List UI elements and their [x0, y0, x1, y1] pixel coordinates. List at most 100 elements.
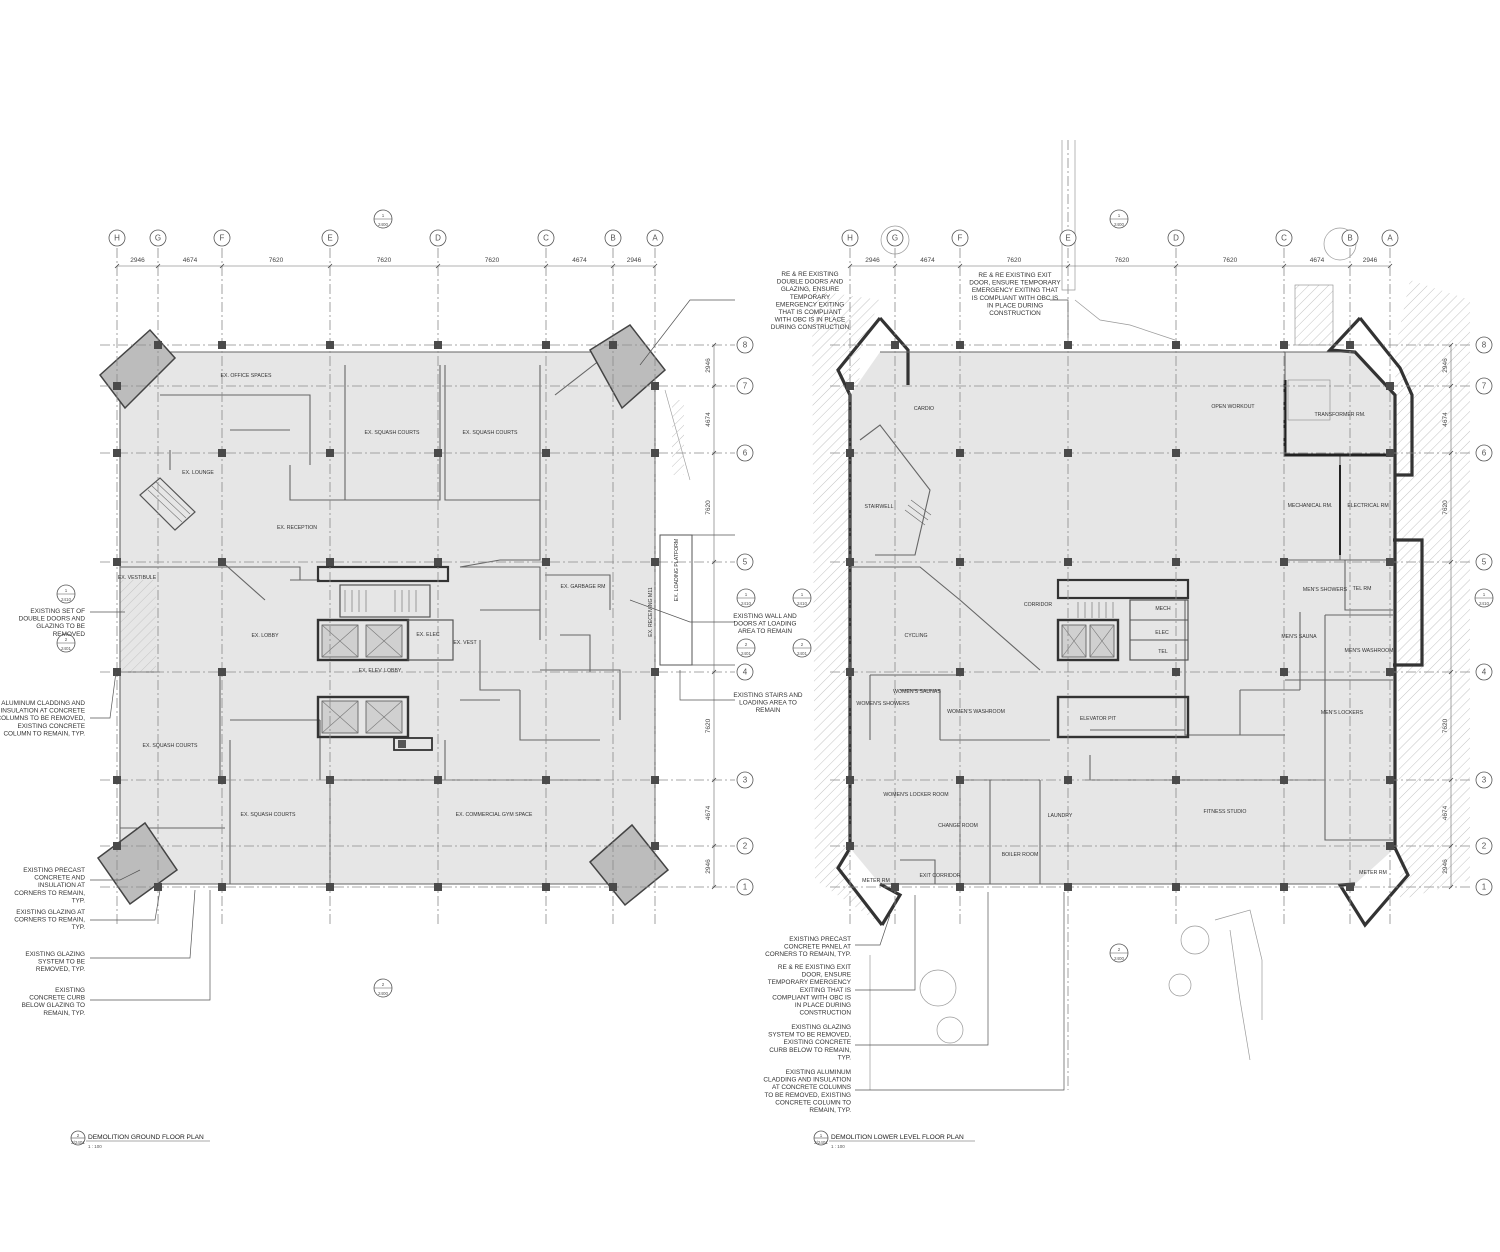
note-line: CONCRETE PANEL AT: [784, 944, 851, 951]
note-line: REMAIN: [756, 707, 781, 714]
dimension-horizontal: 7620: [269, 257, 284, 264]
grid-number: 2: [743, 842, 748, 851]
svg-text:2400: 2400: [378, 222, 389, 227]
note-line: DOOR, ENSURE TEMPORARY: [969, 280, 1061, 287]
grid-number: 5: [743, 558, 748, 567]
ground-floor-plan: EX. OFFICE SPACES EX. SQUASH COURTS EX. …: [96, 248, 735, 925]
room-laundry: LAUNDRY: [1048, 813, 1073, 819]
dimension-vertical: 4674: [1442, 412, 1449, 427]
note-line: EXISTING PRECAST: [23, 867, 85, 874]
note-line: INSULATION AT: [38, 882, 85, 889]
earth-hatch-right: [1395, 280, 1470, 900]
section-marker-ground-left-1: 1 2410: [56, 584, 76, 604]
grid-bubble-ground: [646, 229, 664, 247]
note-line: RE & RE EXISTING EXIT: [978, 272, 1051, 279]
grid-bubble-lower: [1275, 229, 1293, 247]
svg-text:2/2401: 2/2401: [814, 1140, 828, 1145]
room-mens-lockers: MEN'S LOCKERS: [1321, 710, 1364, 716]
room-elec-lower: ELEC: [1155, 630, 1169, 636]
note-line: AT CONCRETE COLUMNS: [772, 1084, 851, 1091]
note-line: RE & RE EXISTING EXIT: [778, 964, 851, 971]
room-lobby: EX. LOBBY: [251, 633, 279, 639]
note-line: DOOR, ENSURE: [802, 972, 851, 979]
svg-text:2: 2: [77, 1133, 80, 1138]
note-line: DOUBLE DOORS AND: [777, 279, 844, 286]
ground-grid-lines: [100, 248, 735, 925]
grid-letter: C: [543, 234, 549, 243]
dimension-vertical: 7620: [705, 500, 712, 515]
grid-bubble-lower: [1341, 229, 1359, 247]
room-open-workout: OPEN WORKOUT: [1211, 404, 1255, 410]
grid-bubble-row-ground: [736, 771, 754, 789]
grid-bubble-row-ground: [736, 878, 754, 896]
room-receiving: EX. RECEIVING M11: [648, 587, 654, 637]
note-line: EXISTING: [55, 987, 85, 994]
grid-bubble-row-lower: [1475, 837, 1493, 855]
grid-letter: H: [114, 234, 120, 243]
grid-letter: E: [327, 234, 332, 243]
grid-letter: A: [652, 234, 658, 243]
dimension-vertical: 4674: [705, 412, 712, 427]
lower-grid-lines: [830, 140, 1472, 1090]
note-line: COMPLIANT WITH OBC IS: [772, 994, 851, 1001]
svg-text:2410: 2410: [61, 597, 72, 602]
note-line: LOADING AREA TO: [739, 700, 797, 707]
grid-number: 1: [743, 883, 748, 892]
dimension-horizontal: 4674: [920, 257, 935, 264]
grid-bubble-row-lower: [1475, 878, 1493, 896]
svg-text:2: 2: [1118, 947, 1121, 952]
grid-bubble-ground: [213, 229, 231, 247]
note-line: THAT IS COMPLIANT: [779, 309, 842, 316]
lower-room-labels: CARDIO OPEN WORKOUT TRANSFORMER RM. STAI…: [856, 404, 1393, 884]
note-line: COLUMN TO REMAIN, TYP.: [3, 730, 85, 737]
svg-text:2/2401: 2/2401: [71, 1140, 85, 1145]
svg-text:2: 2: [745, 642, 748, 647]
dimension-vertical: 7620: [1442, 500, 1449, 515]
note-line: BELOW GLAZING TO: [22, 1002, 85, 1009]
note-line: REMAIN, TYP.: [43, 1010, 85, 1017]
section-marker-lower-left-1: 1 2410: [792, 588, 812, 608]
room-stairwell: STAIRWELL: [865, 504, 894, 510]
svg-text:2410: 2410: [797, 601, 808, 606]
grid-bubble-row-lower: [1475, 336, 1493, 354]
grid-letter: D: [1173, 234, 1179, 243]
note-line: DOUBLE DOORS AND: [19, 616, 86, 623]
svg-text:2401: 2401: [741, 651, 752, 656]
room-cycling: CYCLING: [904, 633, 927, 639]
lower-columns: [846, 341, 1394, 891]
title-ground: 2 2/2401 DEMOLITION GROUND FLOOR PLAN 1 …: [70, 1130, 210, 1149]
grid-bubble-row-ground: [736, 553, 754, 571]
note-line: EXISTING PRECAST: [789, 936, 851, 943]
room-mechanical: MECHANICAL RM.: [1288, 503, 1333, 509]
note-line: IS COMPLIANT WITH OBC IS: [972, 295, 1059, 302]
room-office: EX. OFFICE SPACES: [221, 373, 272, 379]
note-line: CONCRETE COLUMN TO: [775, 1099, 851, 1106]
grid-letter: B: [610, 234, 615, 243]
lower-level-plan: CARDIO OPEN WORKOUT TRANSFORMER RM. STAI…: [812, 140, 1472, 1090]
note-line: IN PLACE DURING: [795, 1002, 851, 1009]
lower-floor-area: [850, 352, 1395, 884]
earth-hatch-left: [812, 290, 882, 925]
grid-bubble-row-ground: [736, 663, 754, 681]
room-womens-washroom: WOMEN'S WASHROOM: [947, 709, 1005, 715]
room-change-room: CHANGE ROOM: [938, 823, 978, 829]
grid-number: 4: [743, 668, 748, 677]
room-squash-4: EX. SQUASH COURTS: [241, 812, 296, 818]
section-marker-ground-bottom: 2 2400: [373, 978, 393, 998]
section-marker-ground-right-2: 2 2401: [736, 638, 756, 658]
section-marker-lower-bottom: 2 2400: [1109, 943, 1129, 963]
svg-text:1: 1: [382, 213, 385, 218]
title-ground-text: DEMOLITION GROUND FLOOR PLAN: [88, 1134, 204, 1141]
dimension-horizontal: 7620: [485, 257, 500, 264]
dimension-horizontal: 7620: [377, 257, 392, 264]
dimension-vertical: 2946: [705, 859, 712, 874]
